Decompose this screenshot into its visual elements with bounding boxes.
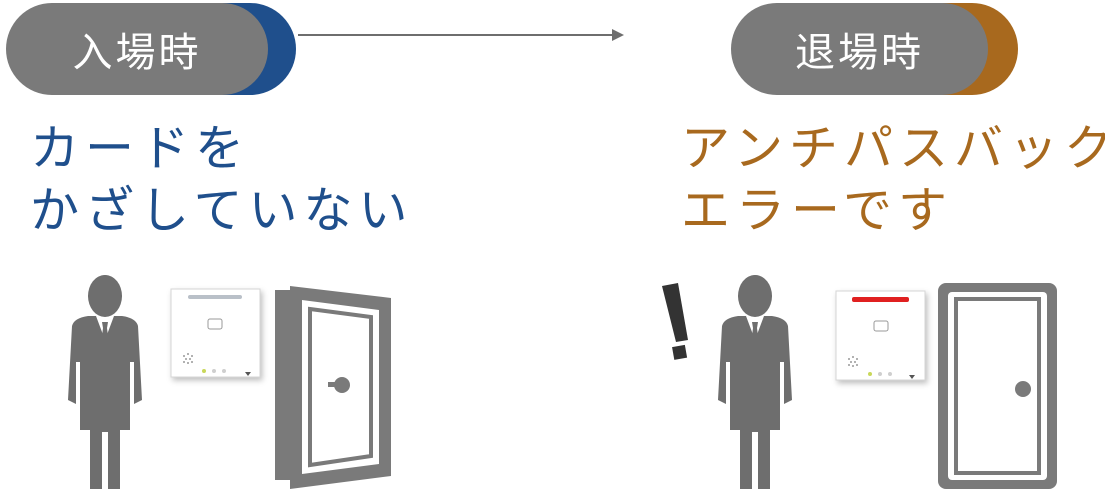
door-open-icon — [275, 286, 391, 489]
exit-label: 退場時 — [731, 3, 988, 95]
card-reader-icon — [170, 288, 261, 378]
door-closed-icon — [938, 283, 1057, 489]
entry-message-line-1: カードを — [30, 120, 251, 177]
exclamation-icon — [662, 283, 688, 360]
person-icon — [68, 275, 142, 489]
entry-label-pill: 入場時 — [6, 3, 296, 95]
entry-label: 入場時 — [6, 3, 268, 95]
exit-message-line-2: エラーです — [681, 182, 954, 239]
entry-message: カードを かざしていない — [30, 118, 414, 242]
arrow-icon — [298, 29, 624, 41]
person-icon — [718, 275, 792, 489]
card-reader-icon — [835, 290, 926, 381]
exit-message-line-1: アンチパスバック — [681, 120, 1105, 177]
reader-led-error-bar — [852, 297, 909, 302]
reader-led-bar — [188, 295, 242, 299]
exit-label-pill: 退場時 — [731, 3, 1018, 95]
entry-message-line-2: かざしていない — [30, 182, 414, 239]
exit-message: アンチパスバック エラーです — [681, 118, 1105, 242]
